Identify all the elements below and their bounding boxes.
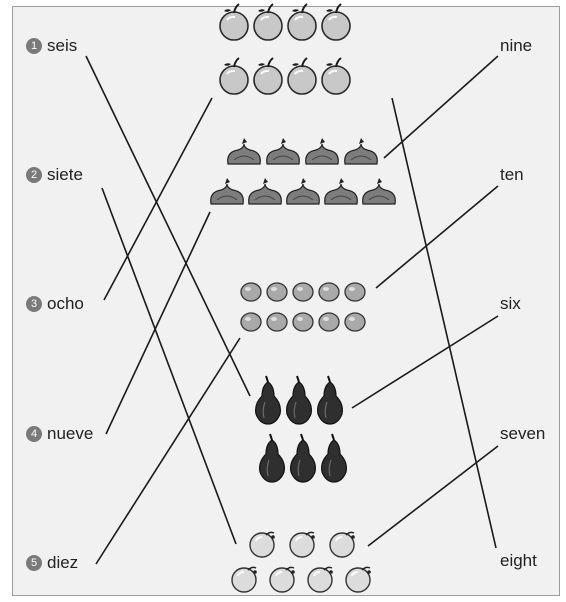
grape-group	[241, 283, 365, 331]
pear-icon	[260, 434, 285, 482]
grape-icon	[241, 313, 261, 331]
grape-icon	[293, 283, 313, 301]
number-badge: 1	[26, 38, 42, 54]
spanish-word: ocho	[47, 294, 84, 313]
grape-icon	[267, 283, 287, 301]
apple-icon	[288, 4, 316, 40]
match-lines	[86, 56, 498, 564]
plum-icon	[290, 532, 315, 557]
english-word: nine	[500, 36, 532, 56]
line-nueve	[106, 212, 210, 434]
line-siete	[102, 188, 236, 544]
line-seis	[86, 56, 250, 396]
plum-icon	[330, 532, 355, 557]
number-badge: 3	[26, 296, 42, 312]
plum-icon	[232, 567, 257, 592]
line-eight	[392, 98, 496, 548]
grape-icon	[241, 283, 261, 301]
plum-icon	[270, 567, 295, 592]
spanish-word: diez	[47, 553, 78, 572]
grape-icon	[319, 283, 339, 301]
apple-icon	[288, 58, 316, 94]
spanish-word: nueve	[47, 424, 93, 443]
onion-icon	[211, 178, 244, 204]
line-nine	[384, 56, 498, 158]
pear-icon	[318, 376, 343, 424]
apple-icon	[220, 58, 248, 94]
number-badge: 4	[26, 426, 42, 442]
line-diez	[96, 338, 240, 564]
onion-icon	[228, 138, 261, 164]
pear-icon	[287, 376, 312, 424]
grape-icon	[319, 313, 339, 331]
pear-group	[256, 376, 347, 482]
plum-group	[232, 532, 371, 592]
onion-icon	[325, 178, 358, 204]
spanish-word: siete	[47, 165, 83, 184]
spanish-word: seis	[47, 36, 77, 55]
number-badge: 5	[26, 555, 42, 571]
apple-group	[220, 4, 350, 94]
onion-icon	[287, 178, 320, 204]
plum-icon	[250, 532, 275, 557]
pear-icon	[322, 434, 347, 482]
pear-icon	[291, 434, 316, 482]
grape-icon	[293, 313, 313, 331]
spanish-item-3: 3 ocho	[26, 294, 84, 314]
grape-icon	[345, 283, 365, 301]
plum-icon	[346, 567, 371, 592]
onion-icon	[306, 138, 339, 164]
grape-icon	[345, 313, 365, 331]
english-word: seven	[500, 424, 545, 444]
onion-icon	[267, 138, 300, 164]
apple-icon	[322, 58, 350, 94]
english-word: six	[500, 294, 521, 314]
spanish-item-1: 1 seis	[26, 36, 77, 56]
spanish-item-4: 4 nueve	[26, 424, 93, 444]
spanish-item-2: 2 siete	[26, 165, 83, 185]
apple-icon	[322, 4, 350, 40]
plum-icon	[308, 567, 333, 592]
english-word: eight	[500, 551, 537, 571]
line-six	[352, 316, 498, 408]
grape-icon	[267, 313, 287, 331]
onion-icon	[249, 178, 282, 204]
onion-icon	[363, 178, 396, 204]
english-word: ten	[500, 165, 524, 185]
number-badge: 2	[26, 167, 42, 183]
apple-icon	[254, 4, 282, 40]
onion-icon	[345, 138, 378, 164]
spanish-item-5: 5 diez	[26, 553, 78, 573]
apple-icon	[254, 58, 282, 94]
onion-group	[211, 138, 396, 204]
pear-icon	[256, 376, 281, 424]
line-seven	[368, 446, 498, 546]
apple-icon	[220, 4, 248, 40]
